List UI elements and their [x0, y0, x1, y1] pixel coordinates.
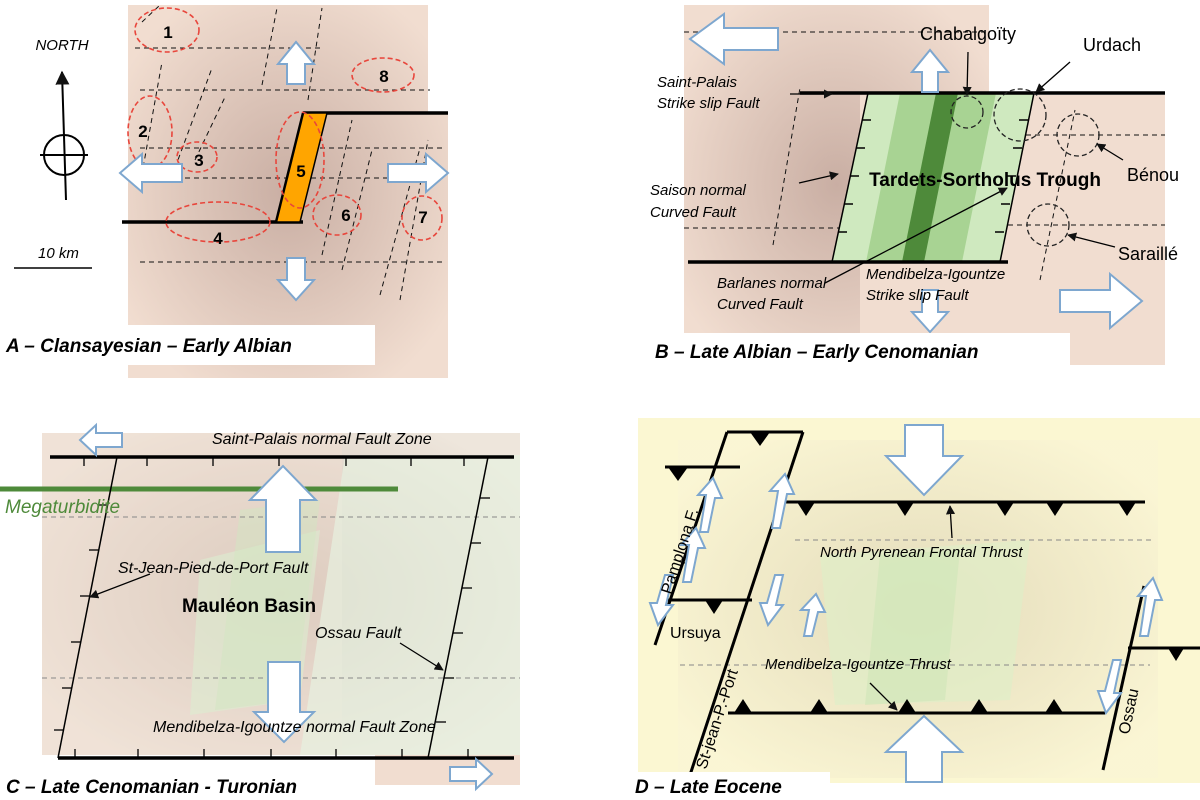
chabalgoity-circle — [950, 95, 984, 129]
ursuya-label: Ursuya — [670, 625, 721, 642]
panel-b: Chabalgoïty Urdach Bénou Saraillé Tardet… — [650, 5, 1179, 367]
arrow-east-icon — [1059, 271, 1144, 331]
zone-1-ellipse — [134, 7, 200, 53]
panel-a-zone-labels: 1 2 3 4 5 6 7 8 — [138, 23, 427, 248]
zone-2-label: 2 — [138, 122, 147, 141]
ossau-label: Ossau Fault — [315, 625, 402, 642]
saison-label-2: Curved Fault — [650, 204, 737, 221]
panel-a-arrows — [118, 40, 450, 302]
arrow-east-icon — [387, 151, 450, 195]
arrow-south-icon — [251, 661, 317, 744]
panel-d-arrows — [648, 424, 1164, 783]
panel-a-caption-bg — [0, 325, 375, 365]
arrow-south-icon — [275, 257, 317, 302]
zone-7-label: 7 — [418, 208, 427, 227]
saint-palais-label-2: Strike slip Fault — [657, 95, 760, 112]
zone-6-ellipse — [312, 194, 362, 236]
zone-3-ellipse — [176, 141, 218, 173]
zone-8-ellipse — [351, 57, 415, 93]
zone-8-label: 8 — [379, 67, 388, 86]
arrow-north-icon — [883, 714, 965, 783]
chabalgoity-label: Chabalgoïty — [920, 24, 1016, 44]
barlanes-label-1: Barlanes normal — [717, 275, 827, 292]
arrow-north-icon — [247, 464, 319, 553]
benou-circle — [1056, 113, 1100, 157]
mendibelza-label-1: Mendibelza-Igountze — [866, 266, 1005, 283]
panel-d: North Pyrenean Frontal Thrust Mendibelza… — [630, 418, 1200, 800]
zone-5-ellipse — [275, 111, 325, 209]
north-label: NORTH — [35, 37, 88, 54]
panel-c-ticks — [54, 456, 490, 759]
zone-2-ellipse — [127, 95, 173, 169]
arrow-west-icon — [78, 422, 123, 458]
zone-4-ellipse — [165, 201, 271, 243]
zone-6-label: 6 — [341, 206, 350, 225]
zone-3-label: 3 — [194, 151, 203, 170]
saraille-label: Saraillé — [1118, 244, 1178, 264]
arrow-south-icon — [909, 289, 951, 334]
arrow-west-icon — [688, 12, 779, 66]
panel-a-caption: A – Clansayesian – Early Albian — [5, 336, 292, 357]
zone-4-label: 4 — [213, 229, 223, 248]
trough-axis-band — [902, 93, 958, 262]
barlanes-label-2: Curved Fault — [717, 296, 804, 313]
panel-b-sites — [950, 88, 1100, 247]
saison-label-1: Saison normal — [650, 182, 747, 199]
panel-b-pointers — [790, 51, 1124, 284]
saint-palais-label: Saint-Palais normal Fault Zone — [212, 431, 432, 448]
ossau-fault-line — [1101, 585, 1146, 771]
panel-b-arrows — [688, 12, 1144, 334]
urdach-label: Urdach — [1083, 35, 1141, 55]
megaturbidite-label: Megaturbidite — [5, 497, 120, 518]
panel-a-zones — [127, 7, 443, 243]
scale-label: 10 km — [38, 245, 79, 262]
north-symbol — [40, 70, 88, 201]
mendibelza-label-2: Strike slip Fault — [866, 287, 969, 304]
saraille-circle — [1026, 203, 1070, 247]
saint-palais-label-1: Saint-Palais — [657, 74, 738, 91]
zone-1-label: 1 — [163, 23, 172, 42]
panel-c: Saint-Palais normal Fault Zone St-Jean-P… — [0, 422, 520, 798]
arrow-north-icon — [275, 40, 317, 85]
npft-label: North Pyrenean Frontal Thrust — [820, 544, 1023, 561]
arrow-north-icon — [909, 48, 951, 93]
st-jean-label: St-Jean-Pied-de-Port Fault — [118, 560, 309, 577]
trough-fault-ticks — [831, 92, 1035, 263]
panel-a: 1 2 3 4 5 6 7 8 NORTH 10 km A – Clansaye… — [0, 4, 450, 378]
zone-7-ellipse — [401, 195, 443, 241]
arrow-east-icon — [449, 756, 494, 792]
panel-c-caption: C – Late Cenomanian - Turonian — [6, 777, 297, 798]
basin-label: Mauléon Basin — [182, 596, 316, 617]
panel-b-faults — [688, 91, 1165, 264]
panel-d-caption: D – Late Eocene — [635, 777, 782, 798]
mendibelza-label: Mendibelza-Igountze Thrust — [765, 656, 952, 673]
arrow-west-icon — [118, 151, 183, 195]
benou-label: Bénou — [1127, 165, 1179, 185]
arrow-south-icon — [883, 424, 965, 497]
zone-5-label: 5 — [296, 162, 305, 181]
mendibelza-label: Mendibelza-Igountze normal Fault Zone — [153, 719, 436, 736]
trough-label: Tardets-Sortholus Trough — [869, 170, 1101, 191]
thrust-teeth — [668, 432, 1184, 713]
panel-c-arrows — [78, 422, 494, 792]
panel-b-caption: B – Late Albian – Early Cenomanian — [655, 342, 978, 363]
urdach-circle — [993, 88, 1047, 142]
